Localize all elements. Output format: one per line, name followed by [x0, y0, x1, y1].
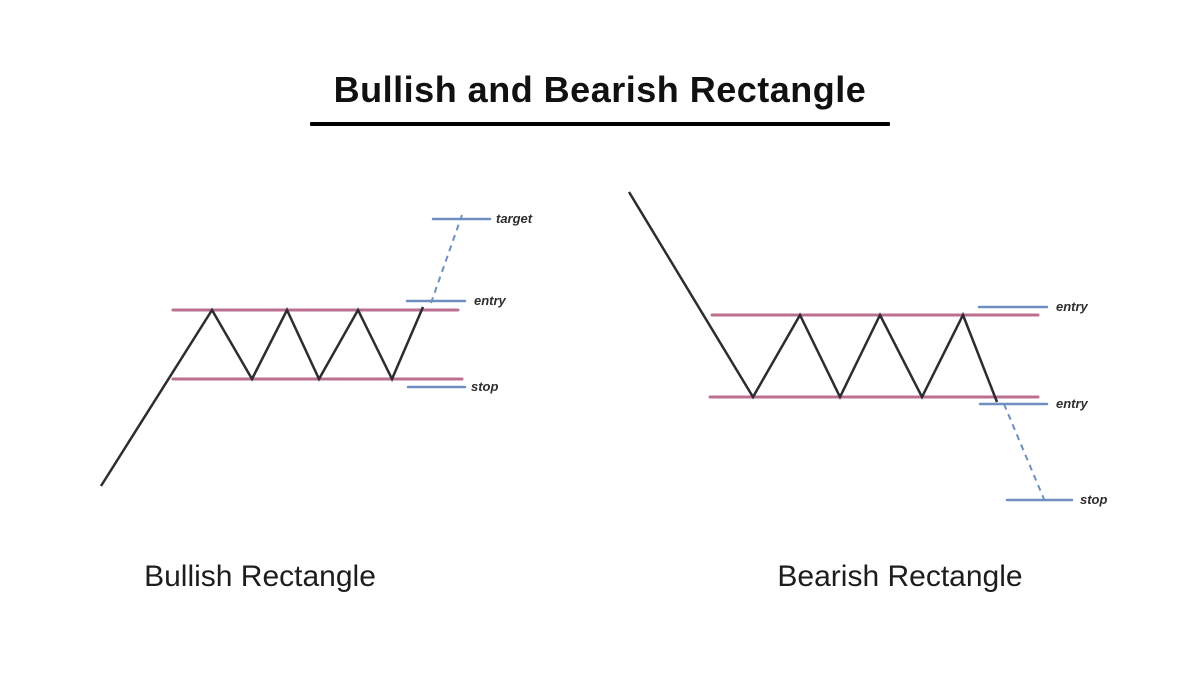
bullish-rectangle-caption: Bullish Rectangle: [144, 560, 376, 593]
bearish-rectangle-caption: Bearish Rectangle: [777, 560, 1023, 593]
bearish-stop-label: stop: [1080, 492, 1108, 507]
title-block: Bullish and Bearish Rectangle: [260, 68, 940, 126]
bullish-projection-dashed-line: [430, 214, 463, 304]
bullish-price-path: [99, 306, 425, 487]
bullish-target-label: target: [496, 211, 533, 226]
title-underline: [310, 122, 890, 126]
bearish-projection-dashed-line: [1003, 403, 1047, 505]
bearish-entry-bottom-label: entry: [1056, 396, 1088, 411]
bearish-entry-top-label: entry: [1056, 299, 1088, 314]
page-title: Bullish and Bearish Rectangle: [333, 69, 867, 110]
bearish-price-path: [627, 191, 999, 403]
bullish-entry-label: entry: [474, 293, 506, 308]
bullish-stop-label: stop: [471, 379, 499, 394]
